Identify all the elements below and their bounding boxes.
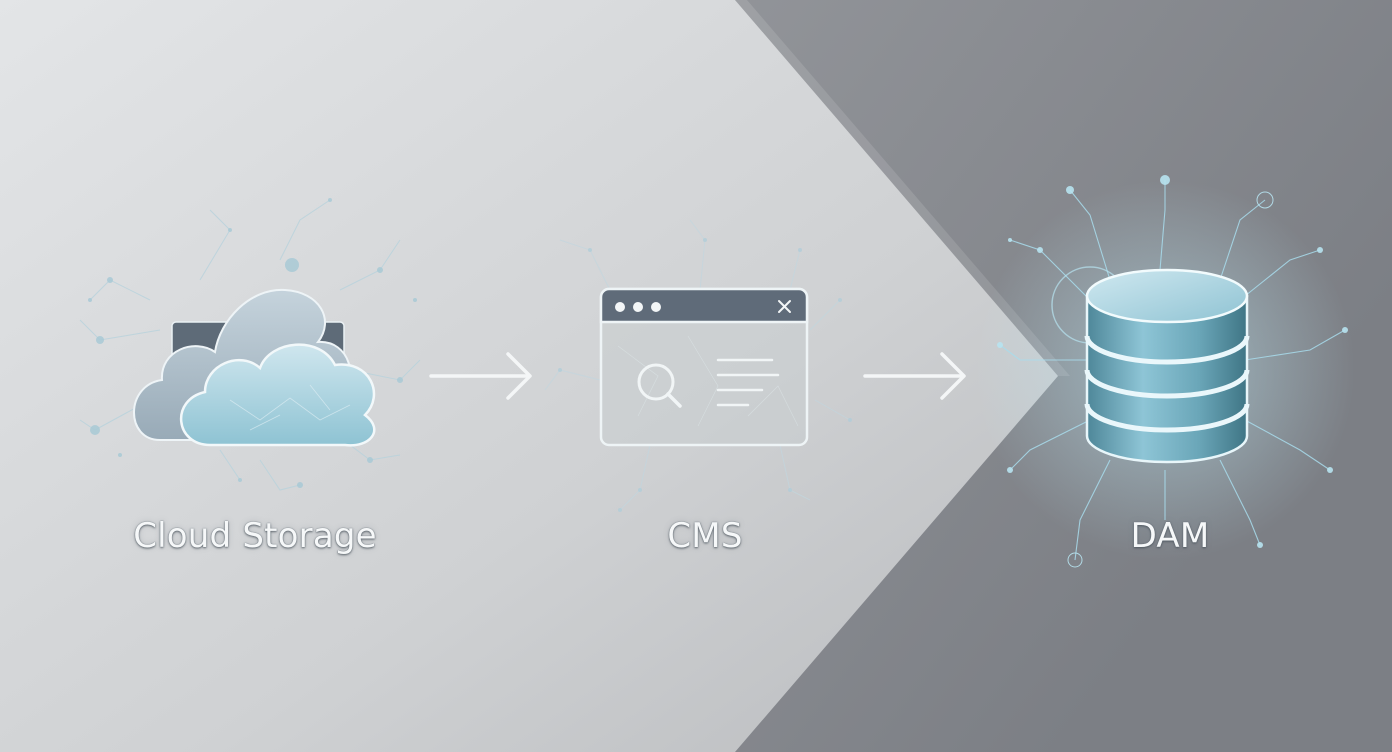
arrow-right-icon — [429, 352, 532, 400]
dam-label: DAM — [1130, 516, 1210, 556]
cloud-storage-icon — [133, 288, 376, 447]
cloud-storage-label: Cloud Storage — [133, 516, 377, 556]
cms-label: CMS — [667, 516, 743, 556]
arrow-right-icon — [863, 352, 966, 400]
database-icon — [1084, 268, 1250, 464]
browser-window-search-icon — [599, 287, 809, 447]
